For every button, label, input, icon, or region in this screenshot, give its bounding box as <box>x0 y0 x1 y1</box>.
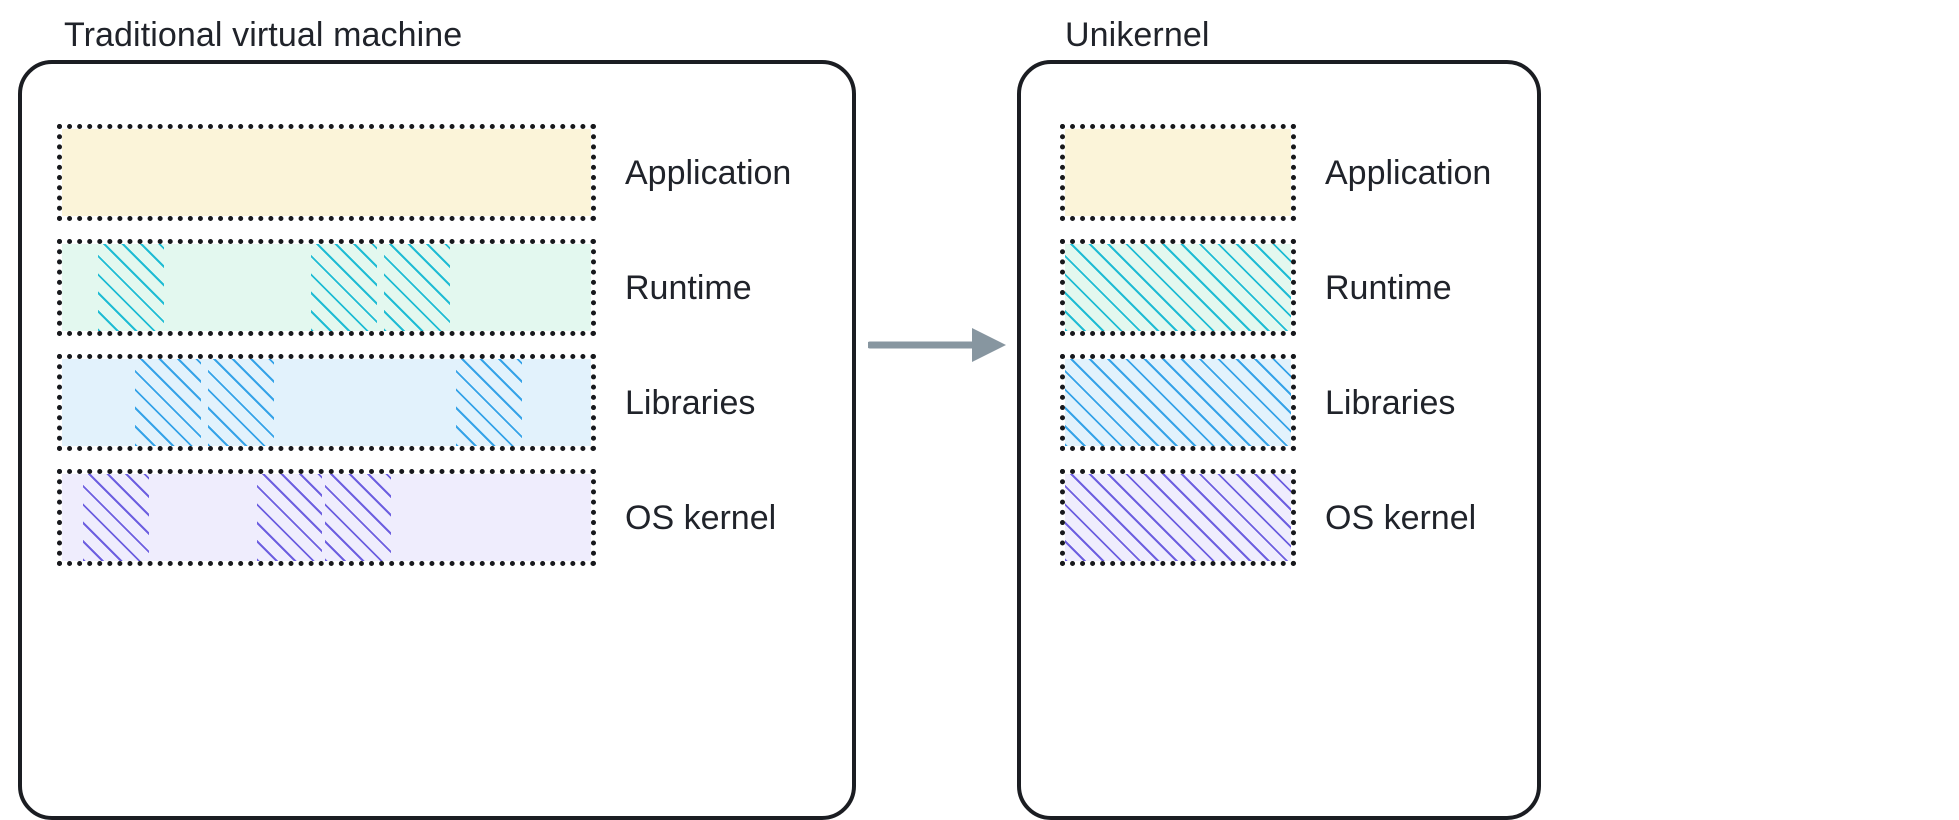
vm-layer-label-libraries: Libraries <box>625 383 756 422</box>
right-arrow-icon <box>868 322 1008 368</box>
unikernel-layer-fill-runtime <box>1065 244 1291 331</box>
unikernel-layer-label-runtime: Runtime <box>1325 268 1452 307</box>
vm-layer-label-runtime: Runtime <box>625 268 752 307</box>
unikernel-layer-fill-libraries <box>1065 359 1291 446</box>
unikernel-layer-runtime <box>1060 239 1296 336</box>
vm-layer-fill-application <box>62 129 591 216</box>
vm-layer-os-kernel <box>57 469 596 566</box>
vm-hatch-segment-libraries-2 <box>208 359 274 446</box>
vm-layer-label-application: Application <box>625 153 792 192</box>
vm-layer-libraries <box>57 354 596 451</box>
vm-hatch-segment-os-kernel-3 <box>324 474 391 561</box>
vm-hatch-segment-runtime-2 <box>311 244 377 331</box>
panel-title-traditional-vm: Traditional virtual machine <box>64 16 463 54</box>
vm-layer-label-os-kernel: OS kernel <box>625 498 777 537</box>
unikernel-layer-fill-os-kernel <box>1065 474 1291 561</box>
vm-hatch-segment-os-kernel-1 <box>83 474 149 561</box>
vm-layer-application <box>57 124 596 221</box>
unikernel-layer-application <box>1060 124 1296 221</box>
vm-layer-runtime <box>57 239 596 336</box>
unikernel-layer-label-os-kernel: OS kernel <box>1325 498 1477 537</box>
vm-hatch-segment-runtime-3 <box>384 244 450 331</box>
unikernel-layer-libraries <box>1060 354 1296 451</box>
vm-hatch-segment-libraries-3 <box>456 359 522 446</box>
unikernel-layer-label-application: Application <box>1325 153 1492 192</box>
vm-hatch-segment-runtime-1 <box>97 244 164 331</box>
diagram-canvas: Traditional virtual machine Unikernel Ap… <box>18 16 1541 820</box>
vm-hatch-segment-libraries-1 <box>135 359 201 446</box>
panel-title-unikernel: Unikernel <box>1065 16 1210 54</box>
unikernel-layer-fill-application <box>1065 129 1291 216</box>
unikernel-layer-os-kernel <box>1060 469 1296 566</box>
unikernel-layer-label-libraries: Libraries <box>1325 383 1456 422</box>
vm-hatch-segment-os-kernel-2 <box>256 474 323 561</box>
